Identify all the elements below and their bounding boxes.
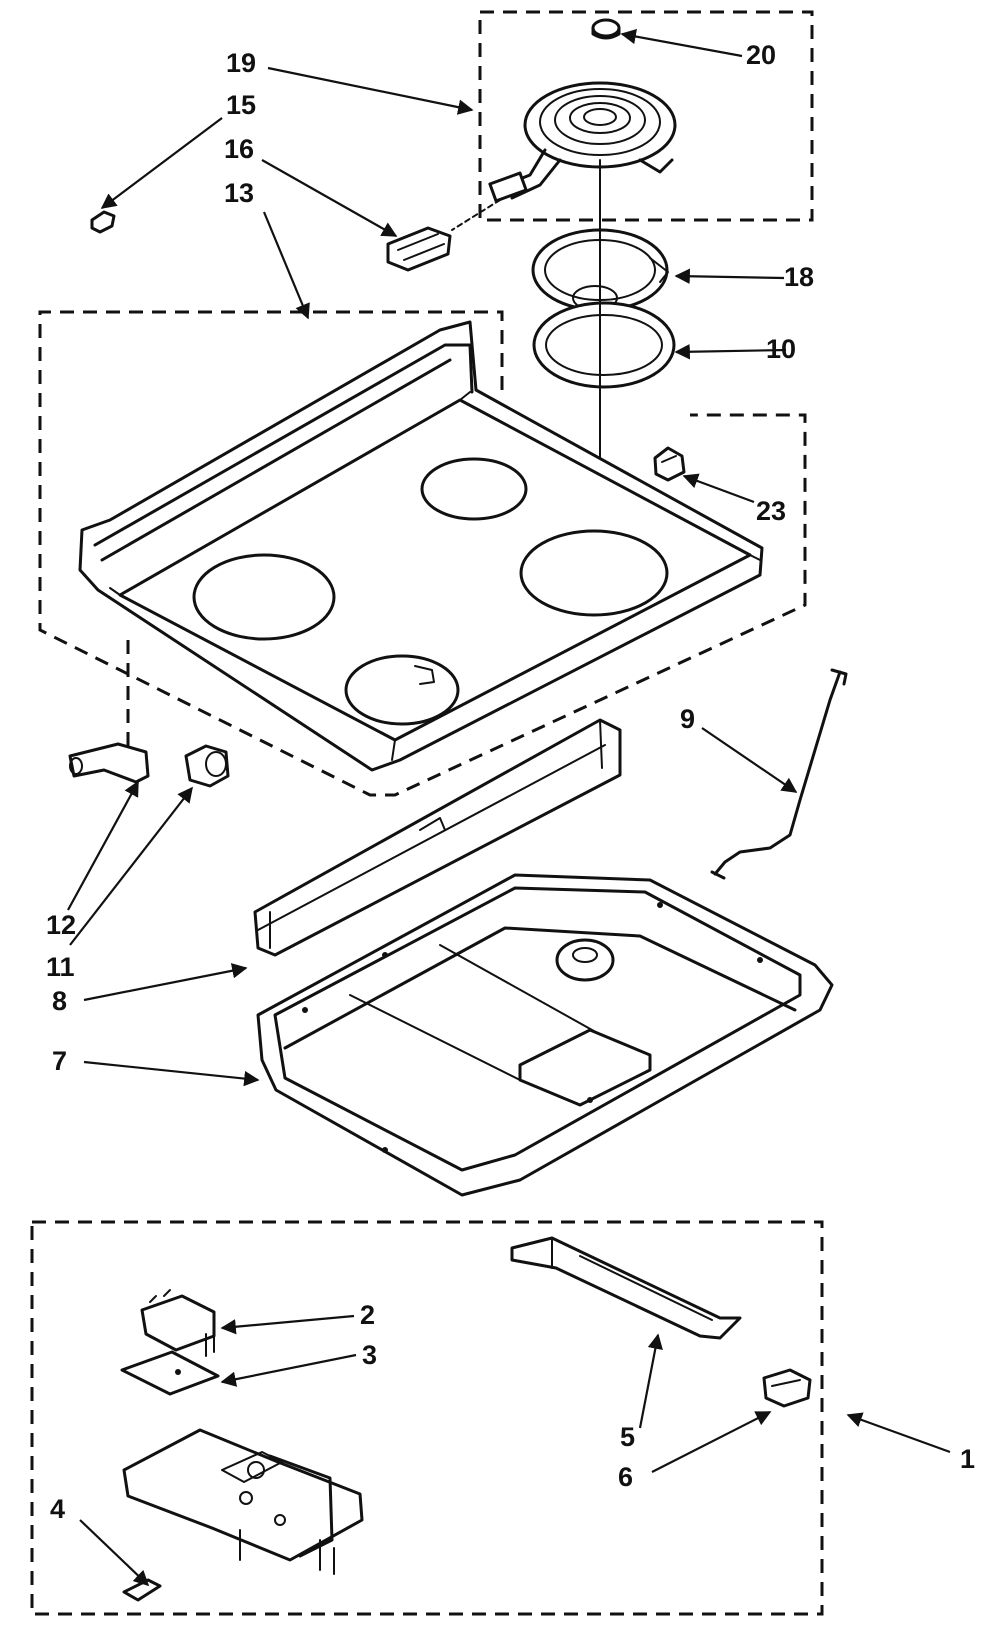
main-top-group-frame [38,310,807,797]
part-6-connector [762,1368,812,1408]
callout-12: 12 [46,910,76,940]
part-16-terminal-block [386,226,452,272]
callout-16: 16 [224,134,254,164]
callout-10: 10 [766,334,796,364]
control-group-frame [30,1220,824,1616]
part-7-burner-box [256,873,834,1197]
surface-element-coil [488,81,677,203]
callout-5: 5 [620,1422,635,1452]
callout-23: 23 [756,496,786,526]
callout-15: 15 [226,90,256,120]
callout-labels: 1 2 3 4 5 6 7 8 9 10 11 12 13 15 16 18 1… [46,40,975,1524]
part-5-sensor-bar [510,1236,742,1340]
part-3-insulator [120,1350,220,1396]
part-4-clip [122,1578,162,1602]
callout-13: 13 [224,178,254,208]
callout-11: 11 [46,952,75,982]
part-10-trim-ring [532,301,676,389]
control-bracket-assembly [122,1428,364,1575]
part-8-front-brace [253,718,622,957]
part-2-switch [140,1289,216,1357]
callout-2: 2 [360,1300,375,1330]
callout-19: 19 [226,48,256,78]
part-20-cap [591,18,621,40]
callout-18: 18 [784,262,814,292]
callout-1: 1 [960,1444,975,1474]
leader-lines [67,28,951,1587]
part-9-rod [710,668,848,880]
callout-4: 4 [50,1494,65,1524]
part-23-clip [653,446,686,482]
callout-9: 9 [680,704,695,734]
main-top-cooktop [78,320,764,772]
part-12-bracket [68,742,150,784]
callout-3: 3 [362,1340,377,1370]
part-11-bumper [184,744,230,788]
callout-8: 8 [52,986,67,1016]
callout-7: 7 [52,1046,67,1076]
part-15-clip [90,210,116,234]
callout-20: 20 [746,40,776,70]
surface-element-group-frame [478,10,814,222]
callout-6: 6 [618,1462,633,1492]
